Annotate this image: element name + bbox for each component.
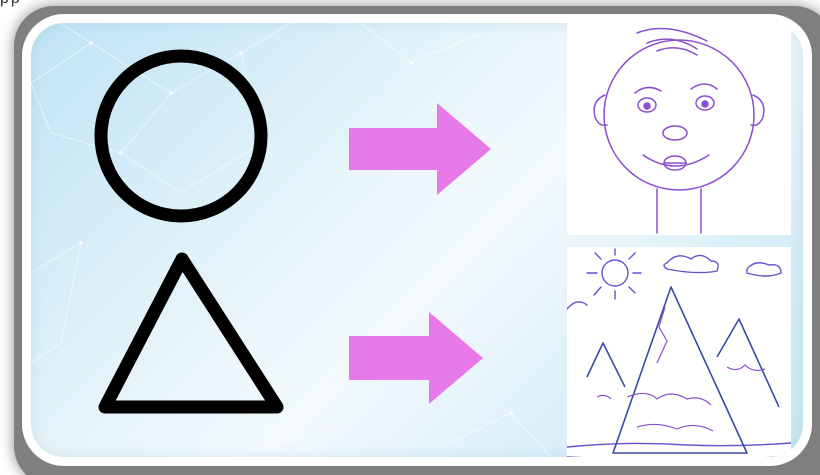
arrow-right-icon (349, 312, 483, 404)
triangle-shape (105, 259, 277, 407)
face-drawing-panel (567, 23, 791, 235)
slide-canvas (22, 14, 812, 466)
top-text: pp (0, 0, 22, 8)
shapes-layer (31, 23, 571, 457)
arrow-right-icon (349, 103, 491, 195)
face-drawing (567, 23, 791, 235)
circle-shape (101, 56, 261, 216)
mountains-drawing (567, 247, 791, 466)
mountains-drawing-panel (567, 247, 791, 466)
